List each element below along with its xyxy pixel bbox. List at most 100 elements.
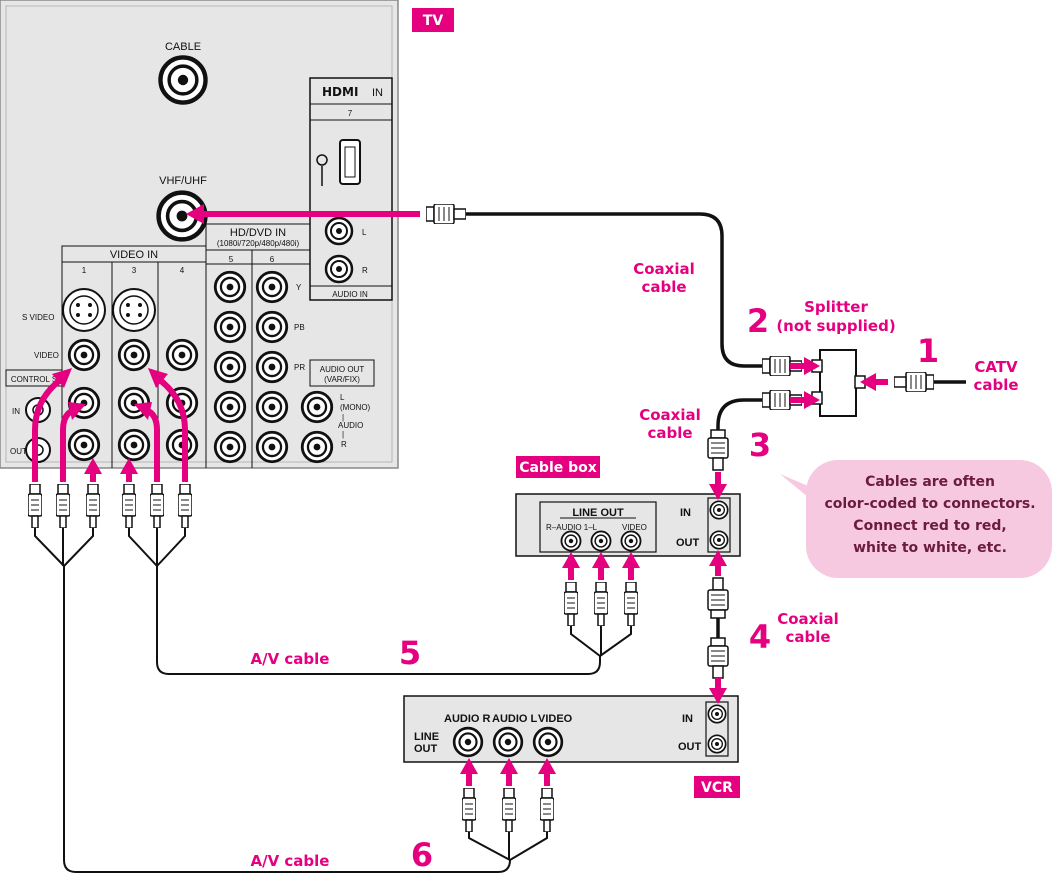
cable-box: Cable box LINE OUT R–AUDIO 1–L VIDEO IN … (515, 456, 741, 557)
vcr-out-label: OUT (678, 741, 702, 753)
hdmi-audio-in-label: AUDIO IN (332, 290, 368, 299)
vcr-tag-label: VCR (701, 780, 733, 796)
vcr-plug-1 (462, 788, 476, 832)
cable-box-in-label: IN (680, 507, 691, 519)
av-cable-6 (34, 528, 511, 873)
coaxial-label-2: Coaxial cable (639, 406, 701, 442)
cable-box-audio-r-jack (560, 530, 582, 552)
s-video-label: S VIDEO (22, 313, 54, 322)
tv-tag (412, 8, 454, 32)
video-in-col-3: 3 (132, 266, 137, 275)
video-in-header: VIDEO IN (110, 249, 158, 261)
cable-box-video-port: VIDEO (622, 523, 647, 532)
component-y-label: Y (296, 283, 302, 292)
vcr-in-label: IN (682, 713, 693, 725)
hdmi-audio-l-jack (324, 216, 354, 246)
hdmi-audio-l-label: L (362, 228, 367, 237)
vcr-plug-3 (540, 788, 554, 832)
av-plug-6 (178, 484, 192, 528)
cable-box-out-jack (709, 530, 729, 550)
vcr-av-plugs (462, 788, 554, 861)
cable-input-label: CABLE (165, 41, 201, 53)
cable-box-tag (516, 456, 600, 478)
cable-box-out-label: OUT (676, 537, 700, 549)
vcr-video-jack (532, 726, 564, 758)
av-cable-5 (128, 528, 601, 675)
video-in-3-video-jack (117, 338, 151, 372)
coax-cable-4 (707, 577, 729, 679)
vcr-audio-l-jack (492, 726, 524, 758)
audio-out-audio-label: AUDIO (338, 421, 363, 430)
vcr: AUDIO R AUDIO L VIDEO LINE OUT IN OUT VC… (403, 695, 740, 798)
hd-6-y-jack (255, 270, 289, 304)
component-pb-label: PB (294, 323, 305, 332)
cable-box-audio-l-jack (590, 530, 612, 552)
hdmi-audio-r-jack (324, 254, 354, 284)
hdmi-in-label: IN (372, 87, 383, 99)
splitter (811, 349, 866, 417)
av-plug-2 (56, 484, 70, 528)
svg-text:white to white, etc.: white to white, etc. (853, 540, 1007, 556)
catv-plug (894, 372, 934, 392)
vcr-audio-r-label: AUDIO R (444, 713, 491, 725)
component-pr-label: PR (294, 363, 305, 372)
video-row-label: VIDEO (34, 351, 59, 360)
av-plug-3 (86, 484, 100, 528)
hd-6-pb-jack (255, 310, 289, 344)
control-s-in-label: IN (12, 407, 20, 416)
video-in-3-audio-r-jack (117, 428, 151, 462)
s-video-jack-3 (112, 288, 156, 332)
control-s-label: CONTROL S (11, 375, 57, 384)
vcr-tag (694, 776, 740, 798)
vcr-in-jack (707, 704, 727, 724)
audio-out-mono-label: (MONO) (340, 403, 371, 412)
vcr-plug-2 (502, 788, 516, 832)
tv-tag-label: TV (423, 13, 444, 29)
hd-5-y-jack (213, 270, 247, 304)
av-plug-5 (150, 484, 164, 528)
step-1: 1 (917, 332, 939, 370)
svg-text:Connect red to red,: Connect red to red, (853, 518, 1006, 534)
video-in-1-video-jack (67, 338, 101, 372)
svg-text:Splitter: Splitter (804, 298, 868, 316)
hd-6-audio-r-jack (255, 430, 289, 464)
step-3: 3 (749, 426, 771, 464)
connection-arrows (32, 204, 888, 786)
hd-5-audio-l-jack (213, 390, 247, 424)
catv-cable (894, 372, 966, 392)
coax-plug-tv (426, 204, 466, 224)
svg-text:cable: cable (641, 278, 686, 296)
svg-text:color-coded to connectors.: color-coded to connectors. (824, 496, 1035, 512)
coax-cable-3 (707, 390, 802, 471)
audio-out-sub: (VAR/FIX) (324, 375, 360, 384)
cable-box-in-jack (709, 500, 729, 520)
step-5: 5 (399, 634, 421, 672)
vcr-line-label: LINE (414, 731, 439, 743)
step-4: 4 (749, 618, 771, 656)
svg-text:Coaxial: Coaxial (777, 610, 839, 628)
svg-text:Coaxial: Coaxial (633, 260, 695, 278)
hdmi-number: 7 (348, 109, 353, 118)
svg-text:Coaxial: Coaxial (639, 406, 701, 424)
av-plug-1 (28, 484, 42, 528)
cable-box-tag-label: Cable box (519, 460, 597, 476)
svg-text:Cables are often: Cables are often (865, 474, 995, 490)
video-in-col-4: 4 (180, 266, 185, 275)
hd-col-5: 5 (229, 255, 234, 264)
coaxial-label-3: Coaxial cable (777, 610, 839, 646)
audio-out-r-jack (300, 430, 334, 464)
svg-text:cable: cable (973, 376, 1018, 394)
cbox-plug-1 (564, 582, 578, 626)
vcr-audio-l-label: AUDIO L (492, 713, 538, 725)
tv-av-plugs (28, 484, 192, 528)
color-coding-note: Cables are often color-coded to connecto… (780, 460, 1052, 578)
av-plug-4 (122, 484, 136, 528)
video-in-col-1: 1 (82, 266, 87, 275)
vcr-audio-r-jack (452, 726, 484, 758)
splitter-label: Splitter (not supplied) (776, 298, 895, 335)
hdmi-logo: HDMI (322, 85, 358, 99)
vcr-line-out-label: OUT (414, 743, 438, 755)
audio-out-dash-1: | (342, 413, 344, 422)
audio-out-dash-2: | (342, 430, 344, 439)
